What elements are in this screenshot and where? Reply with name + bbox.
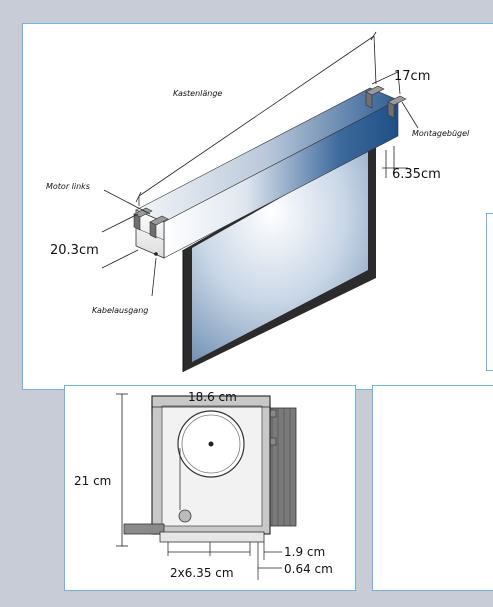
label-width: 18.6 cm — [188, 390, 237, 404]
label-box-length: Kastenlänge — [173, 89, 222, 98]
side-frame — [486, 213, 493, 371]
projection-screen — [182, 140, 376, 372]
cross-section-drawing — [123, 395, 297, 580]
dimension-lines-detail — [116, 393, 282, 569]
label-depth: 17cm — [394, 69, 430, 84]
label-mounting-bracket: Montagebügel — [412, 129, 470, 138]
label-dim-b: 0.64 cm — [284, 562, 333, 576]
label-dim-a: 1.9 cm — [284, 545, 325, 559]
mounting-bracket-right — [365, 85, 407, 119]
label-cable-outlet: Kabelausgang — [92, 306, 148, 315]
label-hole-spacing: 2x6.35 cm — [170, 566, 234, 580]
dimension-lines-main — [101, 31, 419, 297]
label-detail-height: 21 cm — [74, 474, 111, 488]
label-height: 20.3cm — [50, 243, 99, 258]
label-bracket-dimension: 6.35cm — [392, 167, 441, 182]
mounting-bracket-left — [133, 207, 169, 239]
label-motor-left: Motor links — [46, 182, 90, 191]
cable-outlet-dot — [154, 252, 158, 256]
empty-panel — [372, 385, 493, 591]
